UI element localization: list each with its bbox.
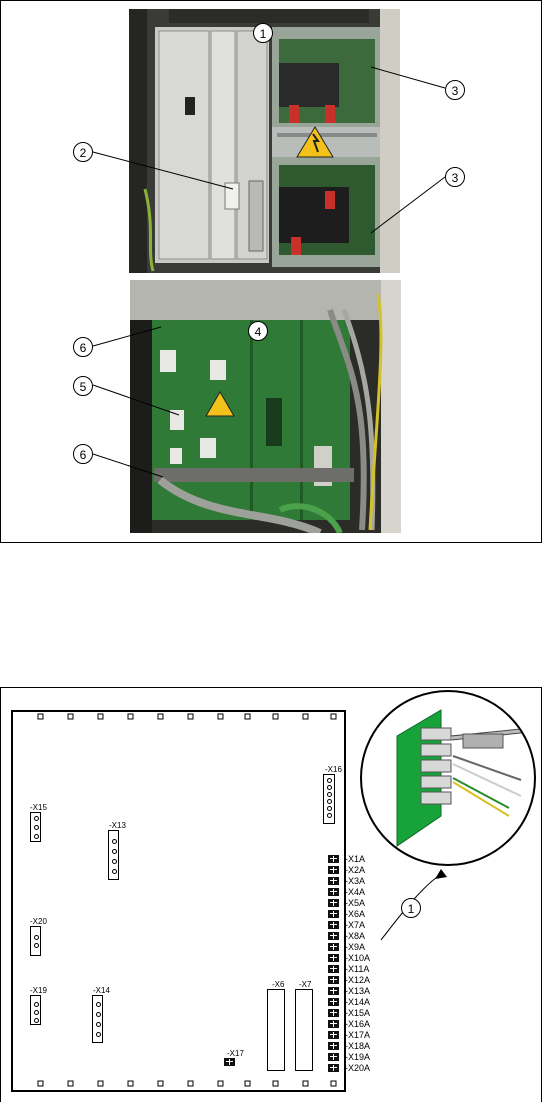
callout-3-lower: 3 bbox=[445, 167, 465, 187]
figure-2-frame: -X15 -X13 -X20 -X19 -X14 -X16 bbox=[0, 687, 542, 1102]
callout-6-lower: 6 bbox=[73, 444, 93, 464]
callout-2: 2 bbox=[73, 142, 93, 162]
callout-4: 4 bbox=[248, 321, 268, 341]
callout-1-detail: 1 bbox=[401, 898, 421, 918]
callout-1: 1 bbox=[253, 23, 273, 43]
callout-6-upper: 6 bbox=[73, 337, 93, 357]
figure-1-frame: 1 2 3 3 4 5 6 6 bbox=[0, 0, 542, 543]
callout-3-upper: 3 bbox=[445, 80, 465, 100]
callout-5: 5 bbox=[73, 376, 93, 396]
detail-view bbox=[1, 688, 542, 1103]
